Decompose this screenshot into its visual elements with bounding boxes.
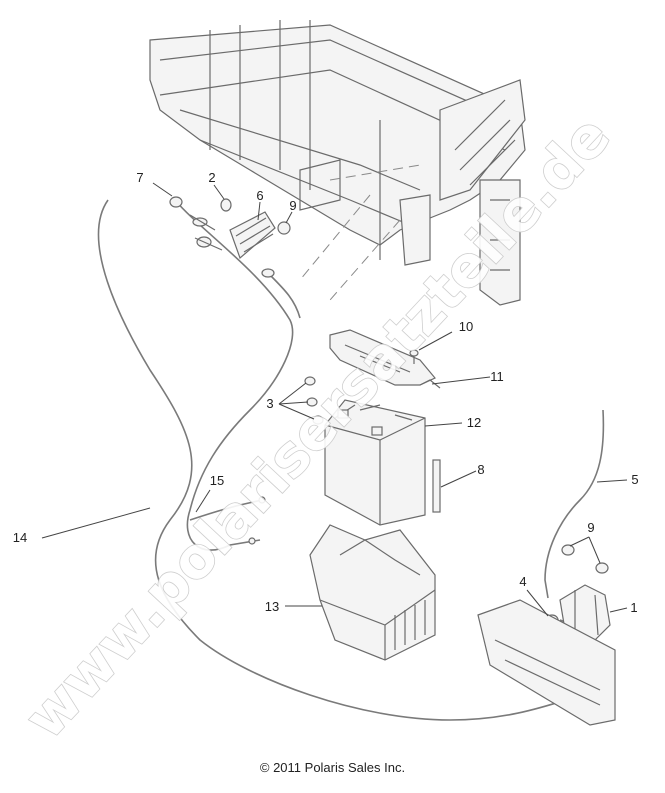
solenoid-1 (477, 584, 616, 726)
callout-7: 7 (136, 170, 143, 185)
leader-lines (41, 182, 628, 617)
fasteners-top (169, 196, 291, 251)
bolts-3 (304, 376, 324, 425)
callout-3: 3 (266, 396, 273, 411)
copyright-notice: © 2011 Polaris Sales Inc. (259, 760, 406, 775)
callout-11: 11 (490, 369, 504, 384)
battery-box-13 (309, 524, 436, 661)
callout-8: 8 (477, 462, 484, 477)
fuse-block-6 (229, 211, 276, 260)
callout-5: 5 (631, 472, 638, 487)
callout-9-top: 9 (289, 198, 296, 213)
pin-8 (432, 459, 441, 513)
fasteners-9-right (561, 544, 609, 574)
callout-15: 15 (210, 473, 224, 488)
callout-6: 6 (256, 188, 263, 203)
callout-12: 12 (467, 415, 481, 430)
frame-assembly (149, 20, 526, 306)
wire-5 (544, 409, 605, 599)
battery-hold-down-11 (329, 329, 441, 389)
battery-12 (324, 399, 426, 526)
callout-labels: 7 2 6 9 10 11 3 12 8 5 15 14 9 4 13 1 (13, 170, 639, 615)
callout-9-right: 9 (587, 520, 594, 535)
callout-10: 10 (459, 319, 473, 334)
callout-1: 1 (630, 600, 637, 615)
callout-14: 14 (13, 530, 27, 545)
cable-15 (189, 496, 266, 545)
screw-10 (409, 349, 419, 364)
callout-13: 13 (265, 599, 279, 614)
callout-2: 2 (208, 170, 215, 185)
callout-4: 4 (519, 574, 526, 589)
